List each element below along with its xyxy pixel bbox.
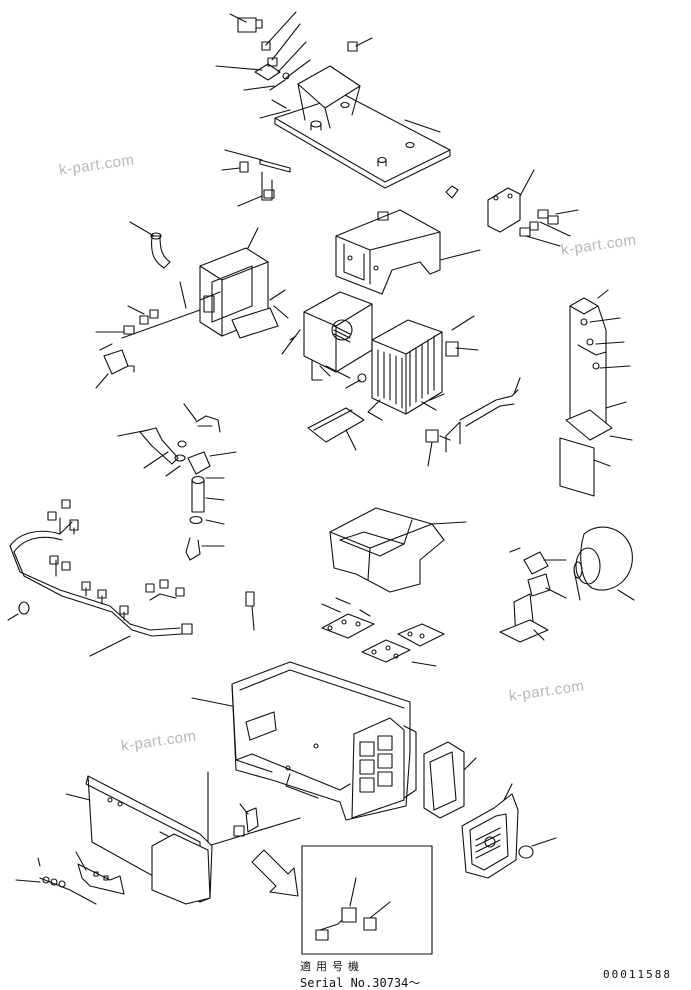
pipe-hose-right — [445, 377, 521, 453]
drawing-number: 00011588 — [603, 968, 672, 981]
small-connector — [245, 591, 255, 631]
evaporator-core — [345, 315, 479, 421]
foam-pad-center — [307, 407, 365, 451]
heater-core — [281, 291, 373, 381]
door-flap-1 — [321, 597, 375, 639]
inset-arrow — [251, 849, 299, 897]
top-duct-plate — [274, 65, 451, 189]
outer-filter-frame — [461, 783, 519, 879]
hose-elbow — [129, 221, 171, 269]
foam-pad-right — [313, 409, 353, 431]
applicable-serial-label-jp: 適用号機 — [300, 960, 364, 973]
lower-heater-case — [329, 507, 467, 593]
heater-frame-unit — [199, 227, 289, 339]
evaporator-cover — [335, 209, 481, 295]
top-leader-lines — [215, 11, 441, 133]
applicable-serial-number: Serial No.30734～ — [300, 976, 421, 990]
panel-plate-right — [559, 437, 611, 497]
top-bracket-parts — [237, 17, 358, 109]
grommet-right — [518, 837, 557, 859]
left-rod-clips — [95, 281, 221, 389]
sensor-clip — [425, 429, 451, 467]
lower-left-panel — [65, 775, 213, 905]
lower-left-bracket — [15, 851, 125, 905]
control-panel-bracket — [565, 289, 633, 441]
right-bracket-upper — [487, 169, 579, 247]
wiring-harness — [9, 499, 193, 657]
bracket-assembly — [221, 149, 459, 207]
grommet-left — [7, 601, 30, 621]
blower-fan — [499, 526, 635, 643]
door-flap-2 — [361, 623, 445, 667]
main-housing-case — [191, 661, 417, 821]
filter-panel — [423, 741, 477, 819]
serial-inset-box — [301, 845, 433, 955]
pipe-hoses-left — [117, 403, 237, 561]
